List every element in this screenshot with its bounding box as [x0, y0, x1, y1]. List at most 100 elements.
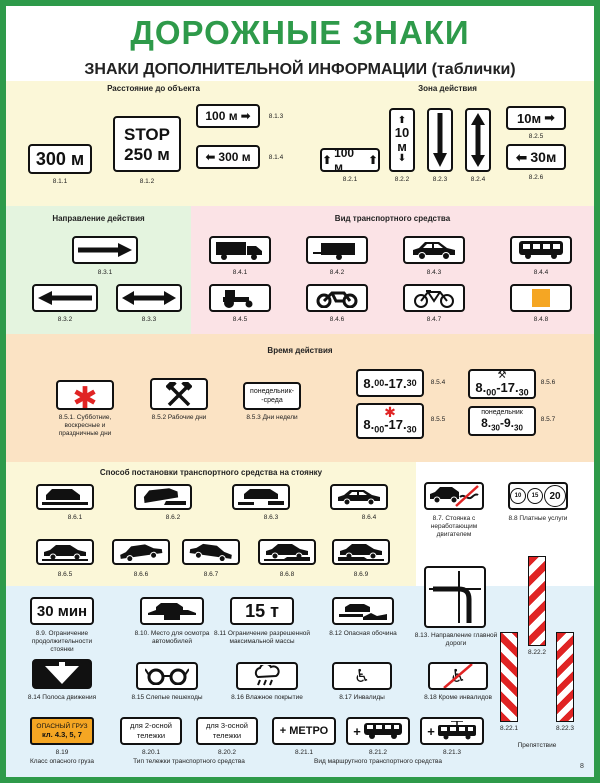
sign-number: 8.4.6: [329, 316, 345, 323]
sign-caption: 8.9. Ограничение продолжительности стоян…: [31, 630, 93, 653]
sign-8-5-2: [150, 378, 208, 410]
sign-8-4-8: [510, 284, 572, 312]
double-arrow-horizontal-icon: [122, 291, 176, 305]
sign-8-6-7: [182, 539, 240, 565]
sign-text: -17.: [384, 375, 407, 391]
poster: ДОРОЖНЫЕ ЗНАКИ ЗНАКИ ДОПОЛНИТЕЛЬНОЙ ИНФО…: [6, 6, 594, 777]
sign-number: 8.1.1: [52, 178, 68, 185]
truck-icon: [216, 242, 262, 260]
sign-8-22-2: [528, 556, 546, 646]
arrow-up-icon: ⬆: [367, 153, 378, 167]
sign-8-6-3: [232, 484, 290, 510]
sign-number: 8.6.5: [57, 571, 73, 578]
asterisk-icon: ✱: [384, 404, 396, 421]
sign-text: 30 мин: [36, 602, 88, 620]
section-direction-bg: [6, 206, 191, 334]
sign-number: 8.2.2: [394, 176, 410, 183]
arrow-down-icon: ⬇: [397, 152, 407, 164]
car-tilted-icon: [189, 543, 232, 561]
sign-text: понедельник: [481, 409, 523, 417]
section-title-direction: Направление действия: [52, 214, 145, 223]
arrow-down-icon: [433, 113, 447, 167]
sign-number: 8.5.4: [430, 379, 446, 386]
sign-text: 250 м: [124, 144, 170, 164]
sign-8-12: [332, 597, 394, 625]
sign-number: 8.20.2: [217, 749, 237, 756]
motorcycle-icon: [316, 291, 358, 308]
tractor-icon: [223, 290, 253, 308]
sign-8-6-8: [258, 539, 316, 565]
inspection-pit-icon: [148, 603, 196, 620]
sign-text: 8.: [363, 417, 375, 433]
arrow-right-icon: ➡: [544, 110, 555, 125]
sign-text: -среда: [261, 397, 283, 404]
arrow-left-icon: ⬅: [205, 150, 216, 164]
sign-8-4-5: [209, 284, 271, 312]
sign-8-6-2: [134, 484, 192, 510]
sign-number: 8.4.7: [426, 316, 442, 323]
sign-text: -17.: [496, 379, 519, 395]
sign-number: 8.20.1: [141, 749, 161, 756]
sign-number: 8.3.2: [57, 316, 73, 323]
tram-icon: [437, 721, 476, 740]
sign-8-3-1: [72, 236, 138, 264]
sign-text: 00: [486, 387, 497, 398]
sign-number: 8.5.5: [430, 416, 446, 423]
engine-off-icon: [430, 485, 479, 507]
bicycle-icon: [414, 290, 454, 308]
sign-text: -17.: [384, 417, 407, 433]
sign-text: тележки: [136, 731, 166, 740]
sign-number: 8.6.8: [279, 571, 295, 578]
sign-caption: Препятствие: [517, 742, 557, 749]
sign-number: 8.22.3: [555, 725, 575, 732]
sign-8-6-4: [330, 484, 388, 510]
sign-number: 8.1.4: [268, 154, 284, 161]
sign-text: 8.: [481, 415, 492, 430]
sign-number: 8.4.8: [533, 316, 549, 323]
sign-8-21-1: + МЕТРО: [272, 717, 336, 745]
sign-8-8: 10 15 20: [508, 482, 568, 510]
sign-number: 8.6.7: [203, 571, 219, 578]
sign-number: 8.6.1: [67, 514, 83, 521]
sign-text: 30: [406, 424, 417, 435]
sign-8-1-2: STOP 250 м: [113, 116, 181, 172]
sign-text: 30: [491, 423, 500, 433]
main-road-direction-icon: [429, 571, 481, 623]
sign-number: 8.21.3: [442, 749, 462, 756]
sign-number: 8.4.1: [232, 269, 248, 276]
sign-text: м: [397, 139, 407, 154]
sign-number: 8.4.3: [426, 269, 442, 276]
sign-number: 8.6.3: [263, 514, 279, 521]
bus-icon: [363, 723, 402, 739]
plus-icon: +: [427, 723, 435, 739]
sign-number: 8.5.6: [540, 379, 556, 386]
sign-text: 10: [394, 125, 410, 141]
sign-8-18: ♿: [428, 662, 488, 690]
sign-number: 8.6.9: [353, 571, 369, 578]
sign-text: 30: [406, 378, 417, 388]
arrow-up-icon: ⬆: [397, 114, 407, 126]
sign-8-5-1: ✱: [56, 380, 114, 410]
sign-8-11: 15 т: [230, 597, 294, 625]
sign-caption: 8.15 Слепые пешеходы: [131, 694, 203, 701]
sign-8-2-4: [465, 108, 491, 172]
sign-number: 8.3.1: [97, 269, 113, 276]
sign-number: 8.2.5: [528, 133, 544, 140]
sign-8-1-4: ⬅300 м: [196, 145, 260, 169]
sign-number: 8.21.1: [294, 749, 314, 756]
sign-8-17: ♿: [332, 662, 392, 690]
sign-8-2-1: ⬆100 м⬆: [320, 148, 380, 172]
sign-8-1-1: 300 м: [28, 144, 92, 174]
sign-text: для 3-осной: [206, 721, 248, 731]
blind-pedestrians-glasses-icon: [145, 668, 189, 685]
red-strike-line: [443, 664, 473, 688]
sign-number: 8.6.4: [361, 514, 377, 521]
sign-8-6-9: [332, 539, 390, 565]
dangerous-shoulder-icon: [339, 604, 387, 620]
sign-number: 8.19: [55, 749, 69, 756]
sign-caption: 8.8 Платные услуги: [508, 515, 568, 522]
sign-text: + МЕТРО: [279, 725, 329, 737]
car-side-icon: [42, 545, 88, 561]
coin-15: 15: [527, 488, 543, 504]
sign-caption: 8.11 Ограничение разрешенной максимально…: [213, 630, 311, 645]
